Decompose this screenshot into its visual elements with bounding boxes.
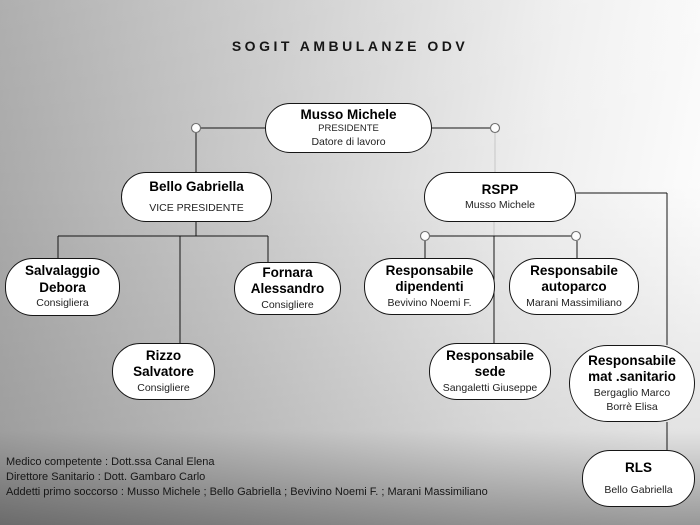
connector-main-lines	[57, 127, 668, 450]
node-name: Salvatore	[133, 364, 194, 380]
node-role: PRESIDENTE	[318, 123, 379, 135]
org-node-presidente: Musso Michele PRESIDENTE Datore di lavor…	[265, 103, 432, 153]
node-name: Responsabile	[385, 262, 474, 278]
node-role: Bergaglio Marco	[593, 386, 671, 399]
footer-line-medico: Medico competente : Dott.ssa Canal Elena	[6, 456, 215, 468]
node-name: RLS	[625, 460, 652, 476]
node-role: Bello Gabriella	[604, 483, 673, 496]
footer-line-addetti: Addetti primo soccorso : Musso Michele ;…	[6, 486, 488, 498]
org-node-consigliere-rizzo: Rizzo Salvatore Consigliere	[112, 343, 215, 400]
node-name: sede	[474, 364, 506, 380]
node-role: Musso Michele	[464, 199, 536, 212]
junction-dot	[570, 230, 582, 242]
node-name: Alessandro	[250, 281, 325, 297]
org-node-resp-autoparco: Responsabile autoparco Marani Massimilia…	[509, 258, 639, 315]
org-node-resp-sede: Responsabile sede Sangaletti Giuseppe	[429, 343, 551, 400]
node-name: autoparco	[541, 279, 607, 295]
node-name: Musso Michele	[300, 106, 397, 122]
node-name: RSPP	[481, 181, 519, 197]
node-role: Consigliera	[36, 297, 89, 310]
node-name: Debora	[39, 279, 86, 295]
node-name: Responsabile	[446, 347, 534, 363]
footer-notes: Medico competente : Dott.ssa Canal Elena…	[6, 455, 488, 500]
node-role: VICE PRESIDENTE	[149, 202, 244, 215]
node-name: Responsabile	[530, 262, 618, 278]
node-name: Fornara	[262, 264, 313, 280]
node-role: Consigliere	[261, 298, 314, 311]
node-name: Responsabile	[588, 352, 676, 368]
junction-dot	[419, 230, 431, 242]
node-role: Marani Massimiliano	[526, 296, 622, 309]
node-role: Bevivino Noemi F.	[387, 296, 472, 309]
page-title: SOGIT AMBULANZE ODV	[231, 38, 469, 54]
node-role: Sangaletti Giuseppe	[442, 381, 538, 394]
org-node-consigliere-fornara: Fornara Alessandro Consigliere	[234, 262, 341, 315]
node-role: Borrè Elisa	[606, 400, 658, 413]
junction-dots	[190, 122, 582, 242]
node-role: Consigliere	[137, 381, 190, 394]
footer-line-direttore: Direttore Sanitario : Dott. Gambaro Carl…	[6, 471, 206, 483]
org-node-vicepresidente: Bello Gabriella VICE PRESIDENTE	[121, 172, 272, 222]
org-node-consigliera-salvalaggio: Salvalaggio Debora Consigliera	[5, 258, 120, 316]
junction-dot	[190, 122, 202, 134]
node-role-extra: Datore di lavoro	[311, 136, 386, 149]
org-node-rspp: RSPP Musso Michele	[424, 172, 576, 222]
node-name: Rizzo	[145, 347, 182, 363]
org-node-resp-dipendenti: Responsabile dipendenti Bevivino Noemi F…	[364, 258, 495, 315]
org-node-resp-mat-sanitario: Responsabile mat .sanitario Bergaglio Ma…	[569, 345, 695, 422]
node-name: Salvalaggio	[24, 263, 101, 279]
node-name: dipendenti	[395, 279, 464, 295]
org-node-rls: RLS Bello Gabriella	[582, 450, 695, 507]
node-name: Bello Gabriella	[149, 178, 244, 194]
connector-faint-lines	[493, 133, 496, 236]
node-name: mat .sanitario	[588, 369, 676, 385]
junction-dot	[489, 122, 501, 134]
